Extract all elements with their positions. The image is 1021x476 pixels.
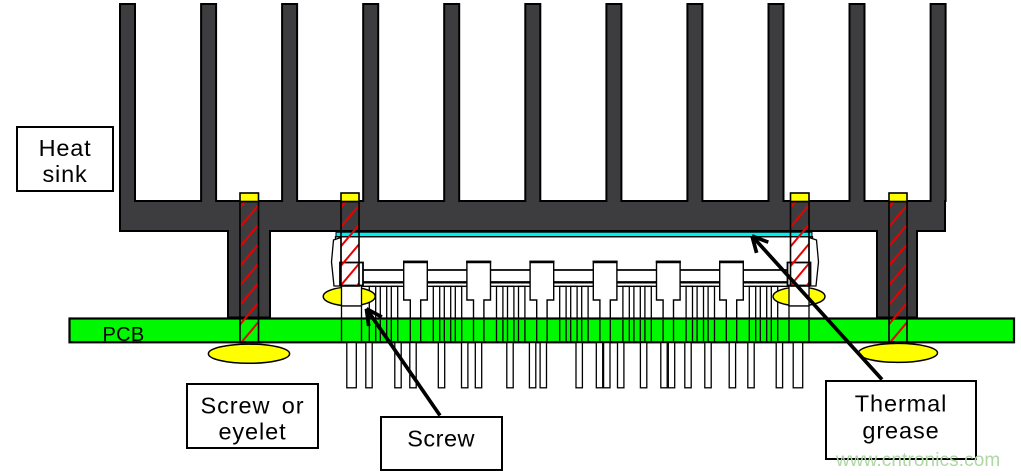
svg-text:PCB: PCB xyxy=(103,324,145,346)
